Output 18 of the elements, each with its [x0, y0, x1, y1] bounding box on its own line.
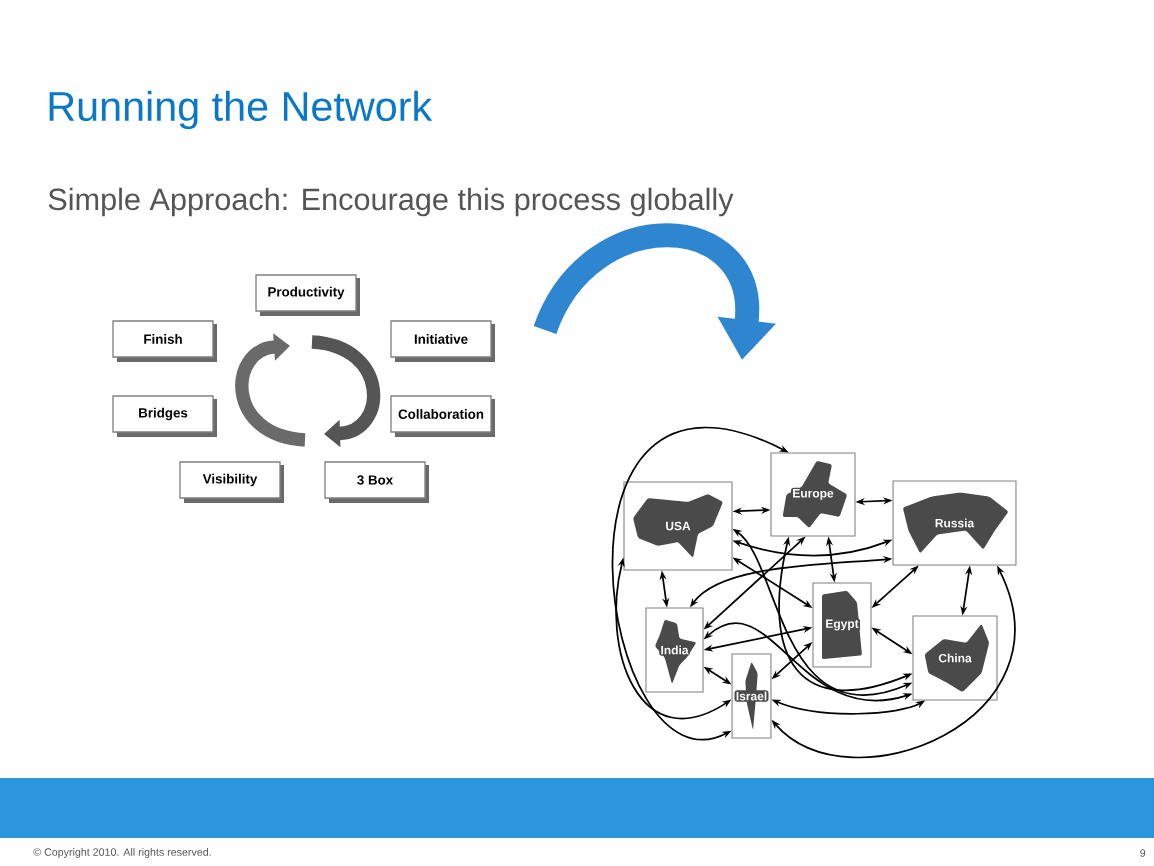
text-box: Productivity [255, 274, 360, 316]
text-box: Visibility [179, 461, 284, 503]
copyright-text: © Copyright 2010. All rights reserved. [33, 848, 211, 858]
text-box: Finish [112, 320, 217, 362]
map-box: India [645, 607, 704, 693]
text-box: 3 Box [324, 461, 429, 503]
map-box: Europe [770, 452, 856, 537]
map-box: Russia [892, 480, 1017, 566]
map-box: China [912, 615, 998, 701]
map-box: USA [623, 481, 733, 571]
text-box: Collaboration [390, 395, 495, 437]
text-box: Initiative [390, 320, 495, 362]
title: Running the Network [49, 90, 433, 130]
page-number: 9 [1140, 849, 1146, 857]
map-box: Egypt [812, 582, 872, 668]
subtitle: Simple Approach: Encourage this process globally [48, 187, 734, 217]
text-box: Bridges [112, 395, 217, 437]
map-box: Israel [731, 653, 772, 739]
